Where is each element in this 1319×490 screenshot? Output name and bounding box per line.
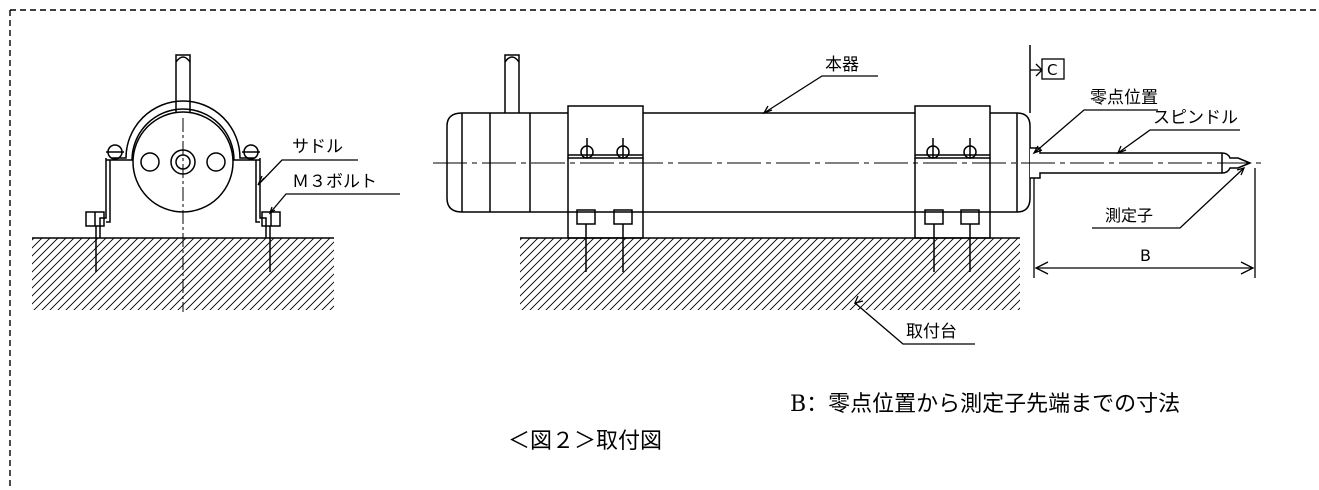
leader-m3-bolt bbox=[268, 193, 400, 215]
label-datum-c: C bbox=[1047, 61, 1057, 79]
label-m3-bolt: Ｍ３ボルト bbox=[292, 172, 377, 192]
saddle-right bbox=[914, 105, 991, 159]
hole-left bbox=[140, 152, 160, 172]
dimension-note: B：零点位置から測定子先端までの寸法 bbox=[790, 392, 1180, 417]
leader-spindle bbox=[1116, 129, 1240, 155]
leader-probe bbox=[1092, 166, 1246, 229]
side-view-base bbox=[520, 238, 1020, 310]
label-probe: 測定子 bbox=[1105, 206, 1153, 225]
saddle-left bbox=[567, 105, 644, 159]
label-dimension-b: B bbox=[1140, 246, 1151, 265]
leader-body bbox=[762, 75, 878, 115]
leader-mount-base bbox=[853, 295, 975, 345]
figure-caption: ＜図２＞取付図 bbox=[508, 429, 662, 454]
label-saddle: サドル bbox=[292, 137, 343, 157]
datum-c bbox=[1030, 58, 1065, 80]
side-view bbox=[433, 45, 1264, 272]
dimension-b bbox=[1033, 168, 1256, 278]
label-mount-base: 取付台 bbox=[906, 322, 957, 342]
dashed-frame bbox=[9, 9, 1319, 486]
leader-saddle bbox=[257, 159, 358, 186]
label-spindle: スピンドル bbox=[1153, 108, 1238, 128]
label-body: 本器 bbox=[825, 55, 859, 75]
end-view bbox=[32, 54, 334, 312]
leader-zero-point bbox=[1032, 109, 1158, 155]
label-zero-point: 零点位置 bbox=[1090, 88, 1158, 108]
hole-right bbox=[206, 152, 226, 172]
